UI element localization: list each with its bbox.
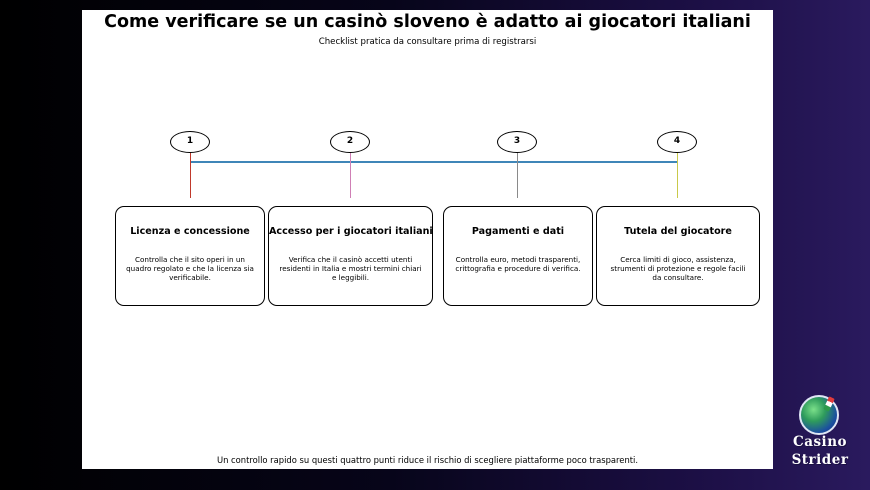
step-1-connector [190,153,191,198]
casino-strider-logo: Casino Strider [789,393,851,473]
step-3-node: 3 [497,131,537,153]
step-1-title: Licenza e concessione [130,226,250,237]
diagram-footer: Un controllo rapido su questi quattro pu… [216,455,639,465]
step-2-connector [350,153,351,198]
step-2-node: 2 [330,131,370,153]
step-4-title: Tutela del giocatore [624,226,732,237]
step-4-node: 4 [657,131,697,153]
step-1-node: 1 [170,131,210,153]
step-2-card: Accesso per i giocatori italiani Verific… [268,206,433,306]
timeline-line [190,161,678,163]
diagram-title: Come verificare se un casinò sloveno è a… [104,12,751,32]
step-1-description: Controlla che il sito operi in un quadro… [126,255,254,282]
step-4-description: Cerca limiti di gioco, assistenza, strum… [610,255,746,282]
step-1-card: Licenza e concessione Controlla che il s… [115,206,265,306]
diagram-canvas: Come verificare se un casinò sloveno è a… [82,10,773,469]
diagram-subtitle: Checklist pratica da consultare prima di… [318,37,537,47]
step-4-card: Tutela del giocatore Cerca limiti di gio… [596,206,760,306]
step-2-title: Accesso per i giocatori italiani [269,226,433,237]
step-4-connector [677,153,678,198]
step-3-card: Pagamenti e dati Controlla euro, metodi … [443,206,593,306]
logo-line-1: Casino [792,434,848,450]
step-3-title: Pagamenti e dati [471,226,565,237]
logo-line-2: Strider [791,452,849,468]
step-3-connector [517,153,518,198]
step-2-description: Verifica che il casinò accetti utenti re… [279,255,422,282]
step-3-description: Controlla euro, metodi trasparenti, crit… [455,255,581,273]
